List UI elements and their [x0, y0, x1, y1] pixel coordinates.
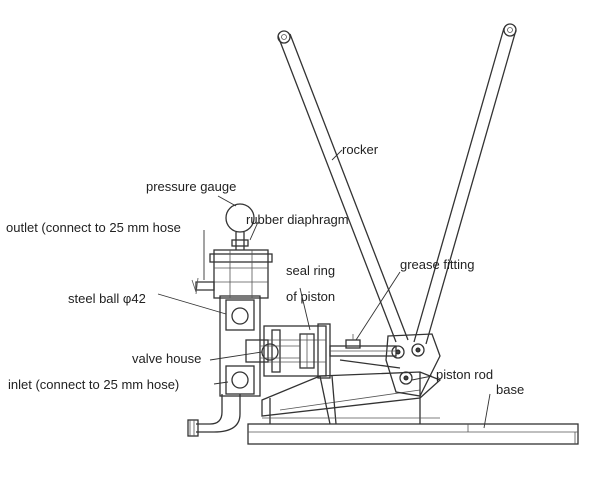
- leader-lines: [157, 149, 491, 429]
- grease-fitting: [345, 334, 361, 349]
- label-base: base: [496, 382, 524, 397]
- rocker-pivot: [385, 333, 441, 397]
- diaphragm-chamber: [209, 249, 273, 299]
- label-rocker: rocker: [342, 142, 379, 157]
- rocker-left: [277, 30, 409, 343]
- label-of-piston: of piston: [286, 289, 335, 304]
- label-inlet: inlet (connect to 25 mm hose): [8, 377, 179, 392]
- label-piston-rod: piston rod: [436, 367, 493, 382]
- inlet-pipe: [187, 394, 241, 437]
- label-seal-ring: seal ring: [286, 263, 335, 278]
- outlet-pipe: [191, 277, 215, 295]
- label-outlet: outlet (connect to 25 mm hose: [6, 220, 181, 235]
- base-plate: [247, 423, 579, 445]
- label-valve-house: valve house: [132, 351, 201, 366]
- pressure-gauge: [225, 203, 255, 250]
- label-rubber-diaphragm: rubber diaphragm: [246, 212, 349, 227]
- rocker-right: [413, 23, 517, 345]
- piston-cylinder: [263, 323, 331, 379]
- piston-rod: [329, 345, 401, 369]
- label-pressure-gauge: pressure gauge: [146, 179, 236, 194]
- label-grease-fitting: grease fitting: [400, 257, 474, 272]
- label-steel-ball: steel ball φ42: [68, 291, 146, 306]
- valve-house: [219, 295, 300, 397]
